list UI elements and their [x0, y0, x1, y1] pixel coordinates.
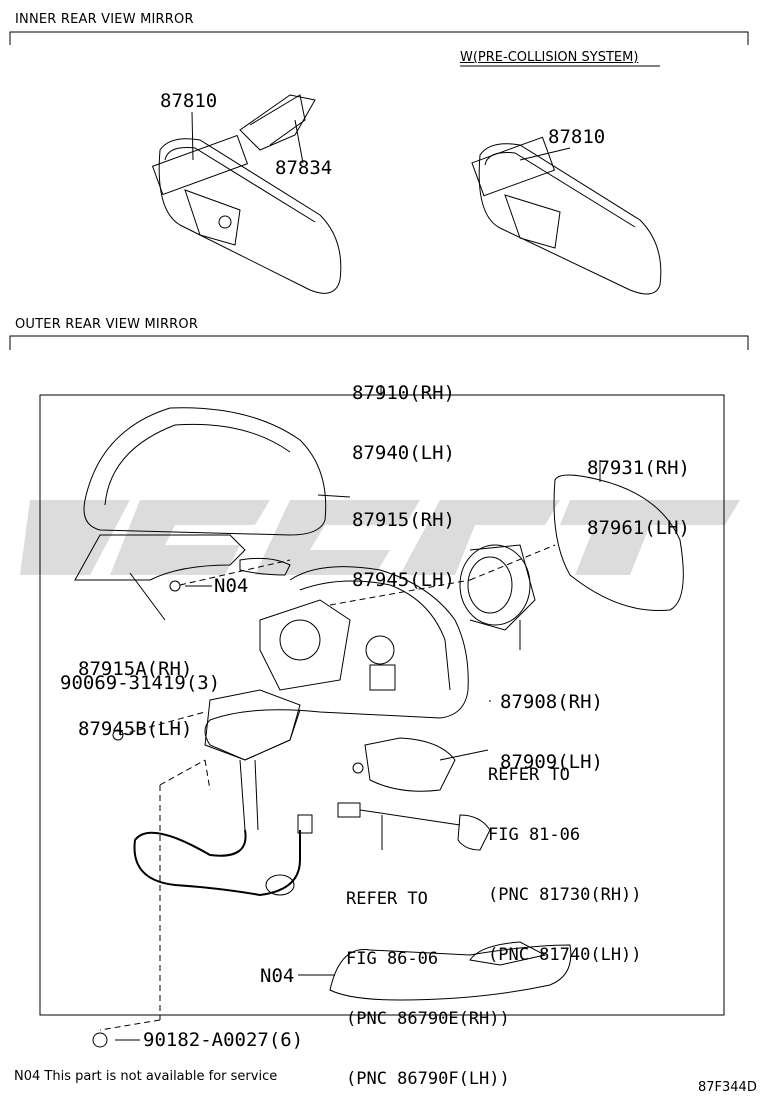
ref-line: REFER TO	[346, 889, 428, 909]
part-number-87961-lh: 87961(LH)	[587, 517, 690, 539]
ref-line: (PNC 86790E(RH))	[346, 1009, 510, 1029]
part-number-87915-rh: 87915(RH)	[352, 509, 455, 531]
part-number-87834[interactable]: 87834	[275, 157, 333, 179]
screw-n04	[169, 580, 181, 592]
part-number-87940-lh: 87940(LH)	[352, 442, 455, 464]
watermark-logo	[20, 500, 740, 575]
part-number-90069[interactable]: 90069-31419(3)	[60, 672, 221, 694]
mirror-body	[204, 566, 469, 831]
reference-fig-86-06[interactable]: REFER TO FIG 86-06 (PNC 86790E(RH)) (PNC…	[346, 849, 510, 1109]
outer-section-bracket	[9, 335, 749, 350]
actuator-87908	[459, 544, 536, 631]
lower-cover-87915a	[74, 534, 291, 581]
reference-fig-81-06[interactable]: REFER TO FIG 81-06 (PNC 81730(RH)) (PNC …	[488, 725, 642, 985]
part-number-90182[interactable]: 90182-A0027(6)	[143, 1029, 304, 1051]
ref-line: REFER TO	[488, 765, 570, 785]
diagram-code: 87F344D	[698, 1080, 757, 1095]
footnote: N04 This part is not available for servi…	[14, 1069, 278, 1084]
cover-87834	[239, 94, 316, 151]
part-number-87931[interactable]: 87931(RH) 87961(LH)	[587, 418, 690, 558]
ref-line: (PNC 81740(LH))	[488, 945, 642, 965]
part-number-87945-lh: 87945(LH)	[352, 569, 455, 591]
part-number-87810-b[interactable]: 87810	[548, 126, 606, 148]
ref-line: (PNC 86790F(LH))	[346, 1069, 510, 1089]
part-number-87915[interactable]: 87915(RH) 87945(LH)	[352, 470, 455, 610]
ref-line: FIG 86-06	[346, 949, 439, 969]
ref-line: (PNC 81730(RH))	[488, 885, 642, 905]
part-number-87908-rh: 87908(RH)	[500, 691, 603, 713]
part-number-87931-rh: 87931(RH)	[587, 457, 690, 479]
wire-harness	[133, 829, 301, 897]
side-lamp-n04	[329, 941, 572, 1001]
outer-mirror-assembly-box	[39, 394, 725, 1016]
screw-90069	[112, 729, 124, 741]
pcs-condition-label: W(PRE-COLLISION SYSTEM)	[460, 50, 639, 65]
clip-90182	[92, 1032, 108, 1048]
part-number-87915a[interactable]: 87915A(RH) 87945B(LH)	[78, 619, 192, 759]
part-number-87910[interactable]: 87910(RH) 87940(LH)	[352, 343, 455, 483]
part-number-87915a-rh: 87915A(RH)	[78, 658, 193, 680]
inner-section-bracket	[9, 31, 749, 45]
turn-signal-lamp	[352, 737, 456, 792]
outer-mirror-section-title: OUTER REAR VIEW MIRROR	[15, 317, 199, 332]
mirror-cover-87915	[83, 407, 327, 536]
inner-mirror-87810	[151, 134, 342, 294]
part-number-87910-rh: 87910(RH)	[352, 382, 455, 404]
camera-harness	[337, 802, 491, 851]
ref-line: FIG 81-06	[488, 825, 581, 845]
part-number-n04-lamp[interactable]: N04	[260, 965, 295, 987]
inner-mirror-section-title: INNER REAR VIEW MIRROR	[15, 12, 194, 27]
inner-mirror-87810-pcs	[471, 136, 662, 295]
part-number-87945b-lh: 87945B(LH)	[78, 718, 193, 740]
part-number-87909-lh: 87909(LH)	[500, 751, 603, 773]
part-number-n04-screw[interactable]: N04	[214, 575, 249, 597]
part-number-87810-a[interactable]: 87810	[160, 90, 218, 112]
part-number-87908[interactable]: 87908(RH) 87909(LH)	[500, 652, 603, 792]
